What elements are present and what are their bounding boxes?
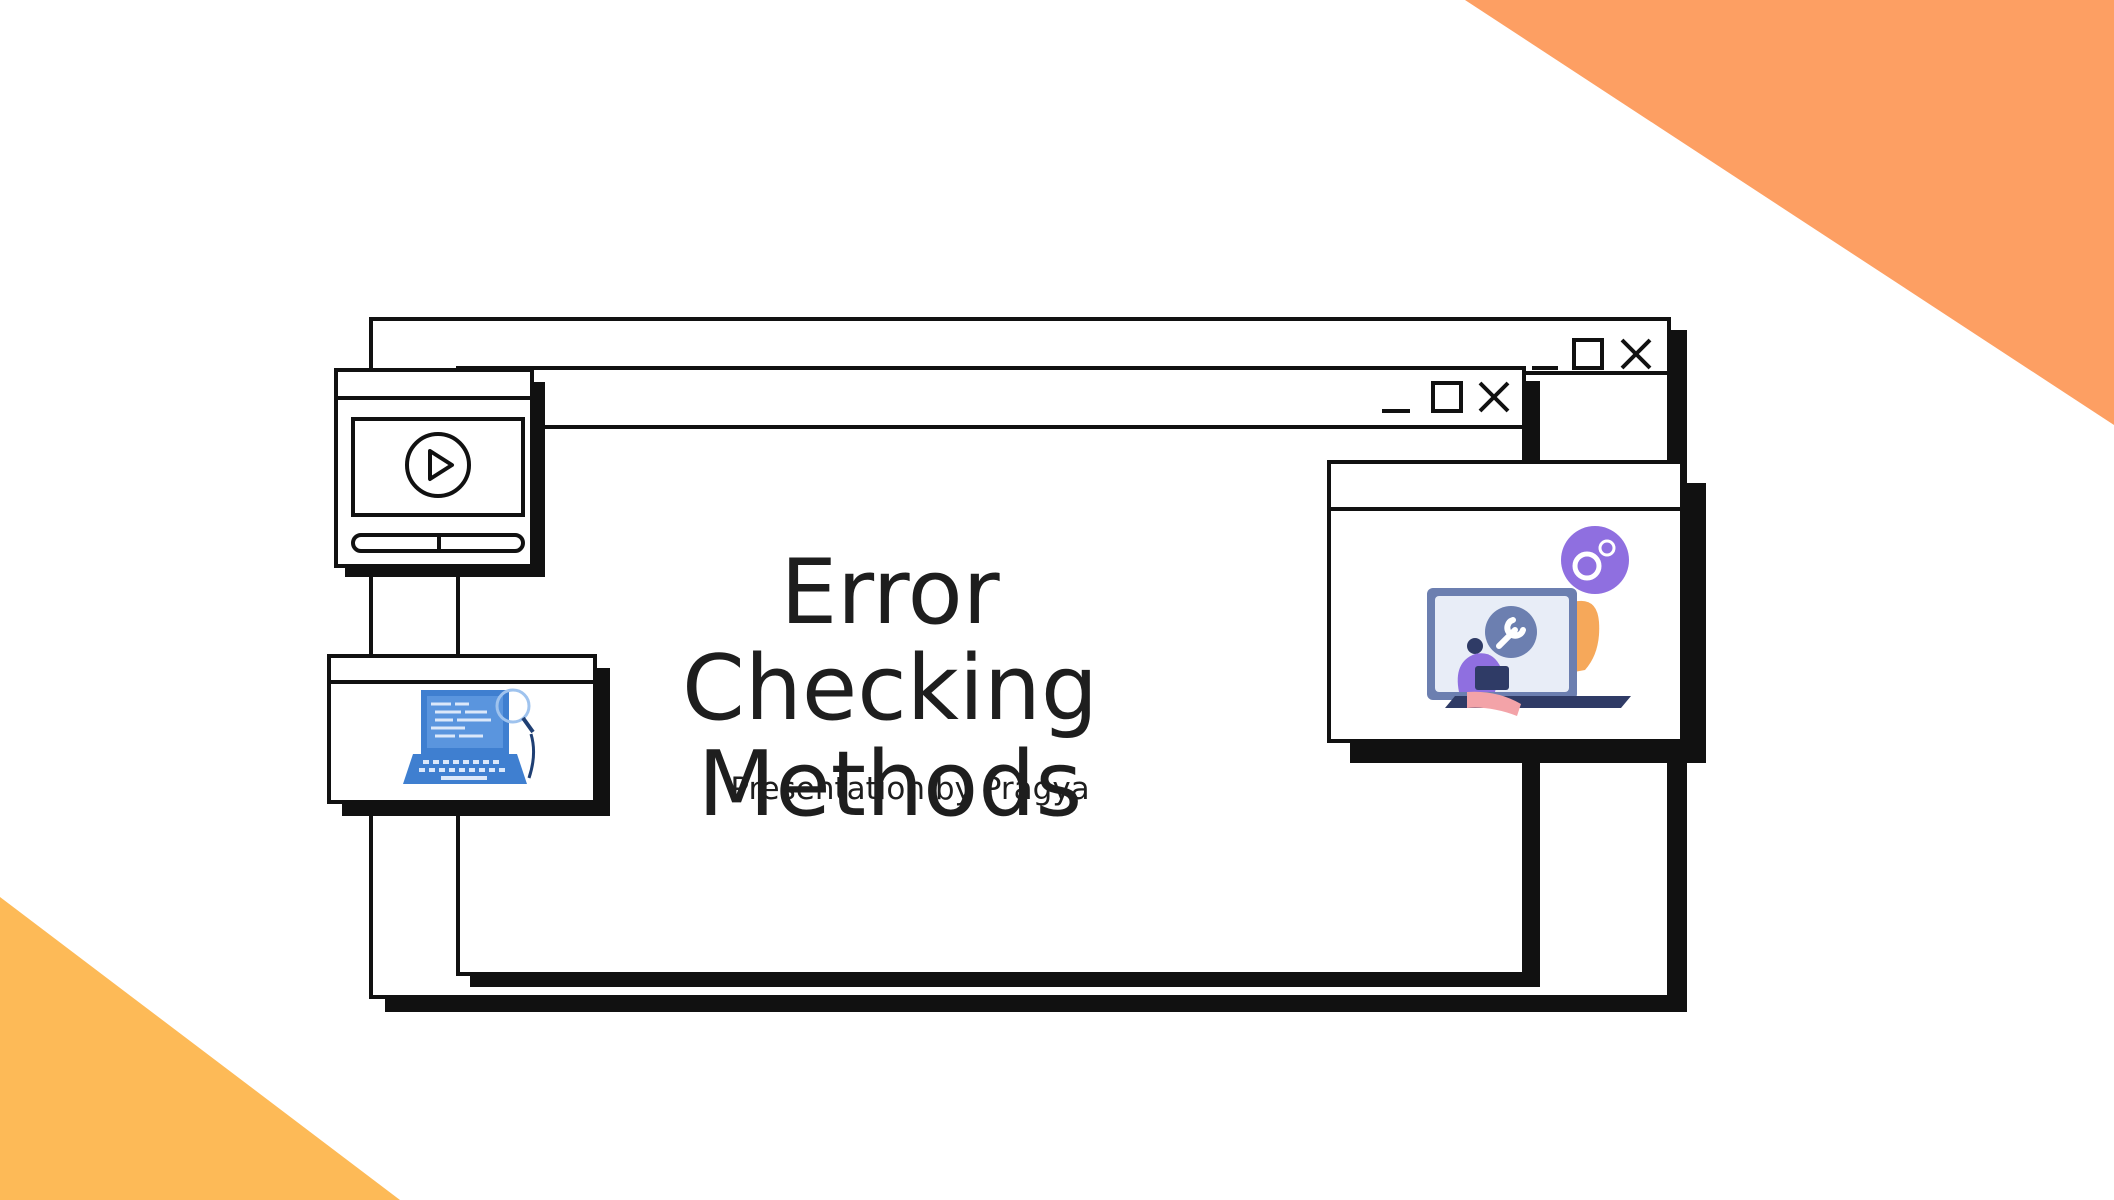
slide-subtitle: Presentation by Pragya [730,771,1090,807]
accent-triangle-top-right [1465,0,2114,425]
support-window-titlebar [1331,464,1680,511]
main-window-controls [1380,379,1510,419]
laptop-code-icon [403,688,536,784]
code-window-titlebar [331,658,593,684]
main-window-titlebar [460,370,1522,429]
slide-title: Error Checking Methods [681,540,1099,837]
maintenance-illustration [1427,526,1631,716]
maximize-icon[interactable] [1572,338,1604,370]
video-window [334,368,534,568]
video-progress-handle[interactable] [437,533,441,553]
support-window [1327,460,1684,743]
video-progress-bar[interactable] [351,533,525,553]
accent-triangle-bottom-left [0,897,400,1200]
video-window-titlebar [338,372,530,400]
back-window-controls [1530,336,1660,376]
code-window [327,654,597,804]
close-icon[interactable] [1620,338,1652,370]
play-icon[interactable] [402,429,474,501]
maximize-icon[interactable] [1431,381,1463,413]
close-icon[interactable] [1478,381,1510,413]
video-player-screen [351,417,525,517]
